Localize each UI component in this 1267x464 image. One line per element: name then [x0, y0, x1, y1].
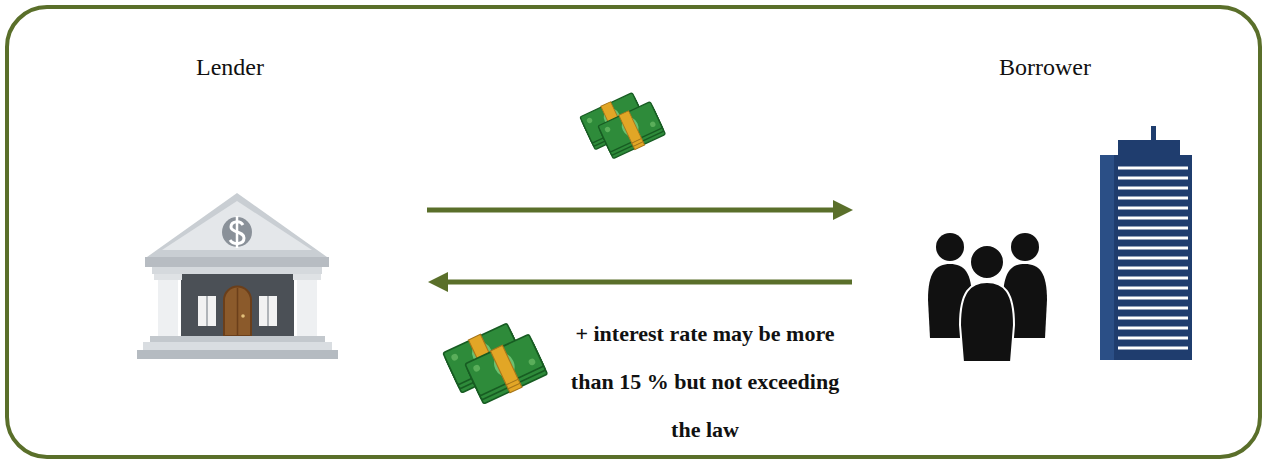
money-icon	[443, 322, 548, 405]
flow-arrow	[440, 280, 852, 285]
building-icon	[1100, 126, 1192, 360]
frame	[7, 7, 1260, 457]
people-icon	[928, 233, 1047, 362]
money-icon	[580, 92, 666, 160]
party-node: Borrower	[860, 52, 1205, 370]
party-node: Lender	[130, 52, 420, 370]
flow-arrow	[427, 208, 841, 213]
party-name: Borrower	[945, 52, 1145, 82]
arrow-label: + interest rate may be more than 15 % bu…	[555, 310, 855, 454]
party-name: Lender	[130, 52, 330, 82]
bank-icon	[137, 193, 338, 359]
